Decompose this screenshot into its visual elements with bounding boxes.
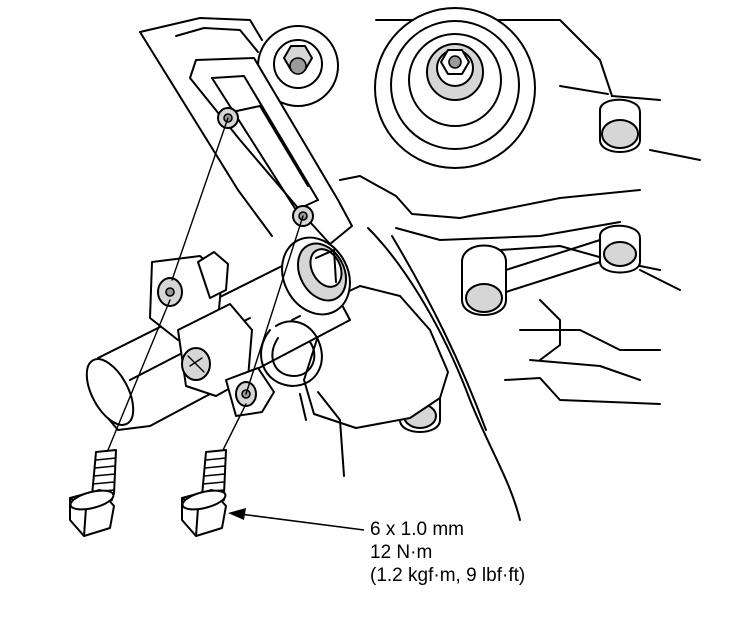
- engine-block: [139, 17, 701, 521]
- block-bolt-top: [257, 25, 339, 107]
- torque-callout: 6 x 1.0 mm 12 N·m (1.2 kgf·m, 9 lbf·ft): [370, 518, 525, 587]
- flange-bolt-left: [69, 449, 117, 537]
- torque-nm-label: 12 N·m: [370, 542, 433, 563]
- torque-alt-label: (1.2 kgf·m, 9 lbf·ft): [370, 565, 526, 586]
- crank-pulley: [374, 7, 536, 169]
- thread-spec-label: 6 x 1.0 mm: [370, 519, 464, 540]
- callout-leader: [228, 508, 365, 531]
- alignment-lines: [107, 117, 304, 461]
- flange-bolt-right: [181, 449, 227, 537]
